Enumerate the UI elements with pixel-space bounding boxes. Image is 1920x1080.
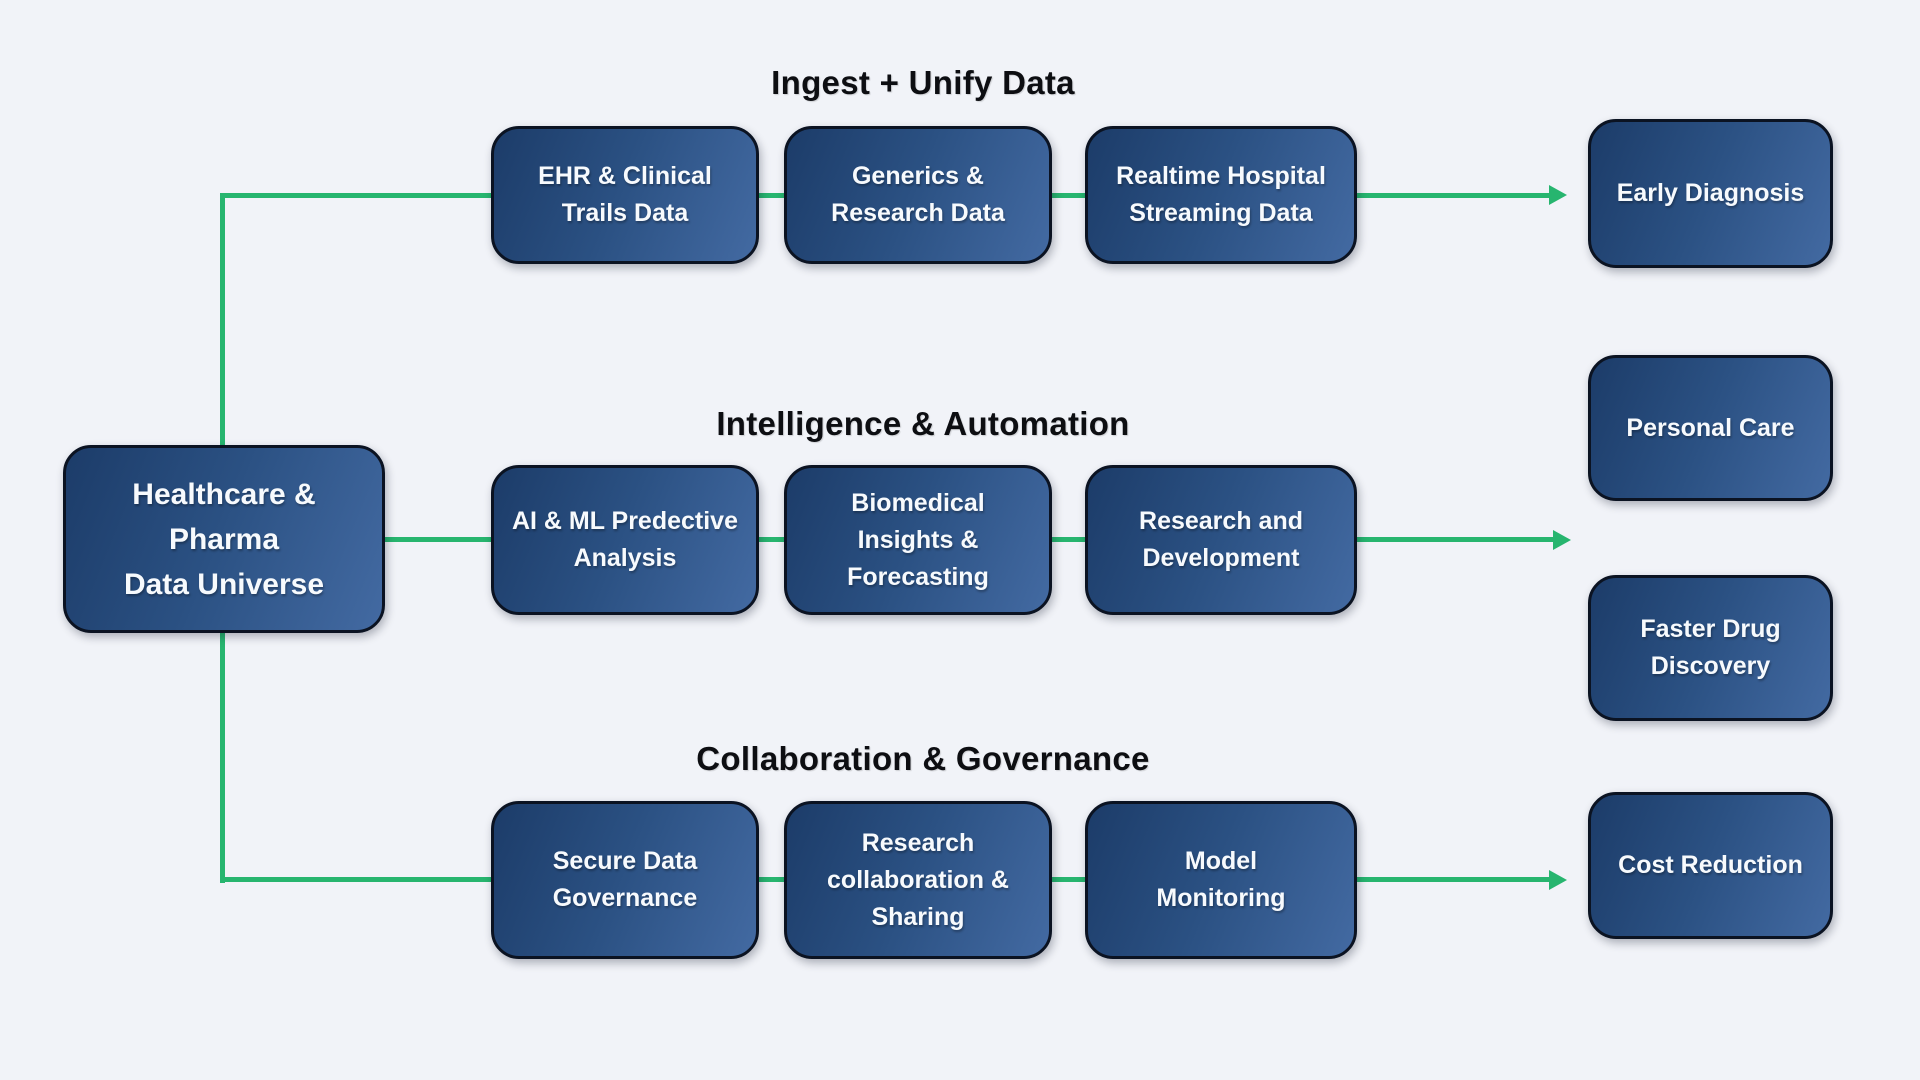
arrowhead-row1-icon — [1549, 185, 1567, 205]
node-label: Research collaboration & Sharing — [827, 828, 1009, 931]
node-research-and-development: Research and Development — [1085, 465, 1357, 615]
arrow-row1-line — [1353, 193, 1549, 198]
node-label: Biomedical Insights & Forecasting — [847, 488, 989, 591]
node-label: EHR & Clinical Trails Data — [538, 162, 712, 227]
connector-row2-step2-step3 — [1048, 537, 1090, 542]
node-healthcare-pharma-data-universe: Healthcare & Pharma Data Universe — [63, 445, 385, 633]
node-research-collaboration-sharing: Research collaboration & Sharing — [784, 801, 1052, 959]
node-generics-research-data: Generics & Research Data — [784, 126, 1052, 264]
node-cost-reduction: Cost Reduction — [1588, 792, 1833, 939]
node-label: Cost Reduction — [1618, 851, 1803, 879]
arrow-row3-line — [1353, 877, 1549, 882]
connector-row3-lead — [220, 877, 492, 882]
node-personal-care: Personal Care — [1588, 355, 1833, 501]
node-ehr-clinical-trails-data: EHR & Clinical Trails Data — [491, 126, 759, 264]
node-model-monitoring: Model Monitoring — [1085, 801, 1357, 959]
section-title-intelligence-automation: Intelligence & Automation — [716, 405, 1130, 442]
connector-row1-step1-step2 — [752, 193, 790, 198]
connector-row3-step2-step3 — [1048, 877, 1090, 882]
connector-row2-step1-step2 — [752, 537, 790, 542]
node-label: Generics & Research Data — [831, 162, 1005, 227]
node-label: Realtime Hospital Streaming Data — [1116, 162, 1326, 227]
node-ai-ml-predective-analysis: AI & ML Predective Analysis — [491, 465, 759, 615]
connector-row1-step2-step3 — [1048, 193, 1090, 198]
section-title-ingest-unify-data: Ingest + Unify Data — [771, 64, 1075, 101]
node-secure-data-governance: Secure Data Governance — [491, 801, 759, 959]
arrowhead-row2-icon — [1553, 530, 1571, 550]
section-title-collaboration-governance: Collaboration & Governance — [696, 740, 1150, 777]
node-realtime-hospital-streaming-data: Realtime Hospital Streaming Data — [1085, 126, 1357, 264]
node-label: AI & ML Predective Analysis — [511, 507, 738, 572]
node-biomedical-insights-forecasting: Biomedical Insights & Forecasting — [784, 465, 1052, 615]
arrow-row2-line — [1353, 537, 1553, 542]
node-label: Early Diagnosis — [1616, 179, 1805, 207]
connector-row1-lead — [220, 193, 492, 198]
connector-row3-step1-step2 — [752, 877, 790, 882]
node-early-diagnosis: Early Diagnosis — [1588, 119, 1833, 268]
node-label: Healthcare & Pharma Data Universe — [123, 477, 325, 601]
node-label: Model Monitoring — [1156, 847, 1286, 912]
node-label: Faster Drug Discovery — [1640, 615, 1781, 680]
arrowhead-row3-icon — [1549, 870, 1567, 890]
node-label: Personal Care — [1626, 413, 1795, 442]
node-label: Secure Data Governance — [552, 847, 698, 912]
connector-row2-lead — [382, 537, 494, 542]
node-faster-drug-discovery: Faster Drug Discovery — [1588, 575, 1833, 721]
node-label: Research and Development — [1139, 507, 1303, 572]
